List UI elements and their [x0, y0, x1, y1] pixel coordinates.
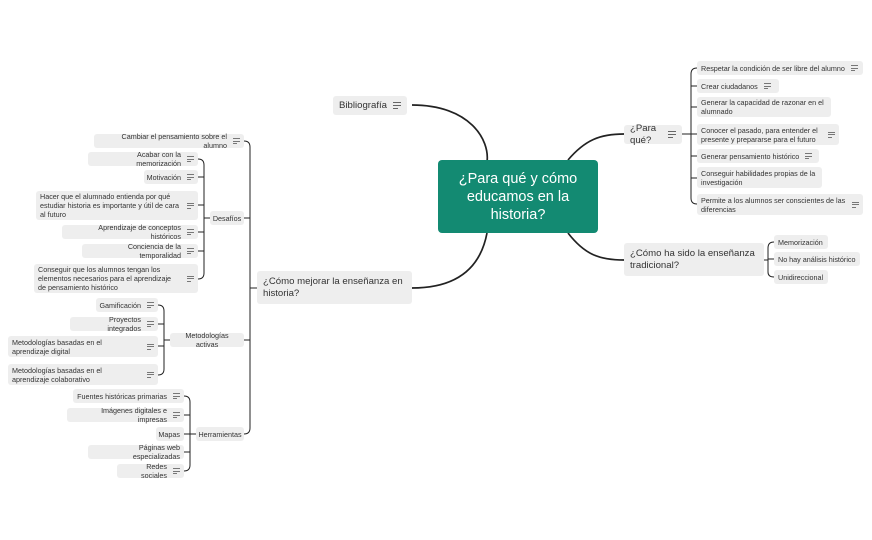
notes-icon: [147, 343, 154, 350]
subtopic-label: Generar la capacidad de razonar en el al…: [701, 98, 824, 116]
subtopic-label: Conseguir habilidades propias de la inve…: [701, 168, 816, 187]
leaf-proyectos-integrados[interactable]: Proyectos integrados: [70, 315, 158, 333]
notes-icon: [187, 275, 194, 282]
leaf-label: Aprendizaje de conceptos históricos: [98, 223, 181, 241]
topic-label: ¿Para qué?: [630, 122, 657, 146]
subtopic-label: Memorización: [778, 237, 823, 247]
subtopic-desafios[interactable]: Desafíos: [210, 211, 244, 225]
subtopic-label: Generar pensamiento histórico: [701, 151, 800, 161]
leaf-aprendizaje-digital[interactable]: Metodologías basadas en el aprendizaje d…: [8, 336, 158, 357]
notes-icon: [147, 302, 154, 308]
leaf-acabar-memorizacion[interactable]: Acabar con la memorización: [88, 150, 198, 168]
topic-label: ¿Cómo mejorar la enseñanza en historia?: [263, 275, 403, 299]
notes-icon: [187, 174, 194, 180]
subtopic-label: Permite a los alumnos ser conscientes de…: [701, 195, 846, 214]
leaf-gamificacion[interactable]: Gamificación: [96, 298, 158, 312]
subtopic-label: Conocer el pasado, para entender el pres…: [701, 125, 818, 144]
topic-mejorar-ensenanza[interactable]: ¿Cómo mejorar la enseñanza en historia?: [257, 271, 412, 304]
subtopic-label: Desafíos: [212, 213, 242, 223]
topic-ensenanza-tradicional[interactable]: ¿Cómo ha sido la enseñanza tradicional?: [624, 243, 764, 276]
notes-icon: [828, 131, 835, 138]
subtopic-label: Crear ciudadanos: [701, 81, 758, 91]
leaf-fuentes-primarias[interactable]: Fuentes históricas primarias: [73, 389, 184, 403]
notes-icon: [187, 156, 194, 162]
notes-icon: [147, 321, 154, 327]
notes-icon: [850, 65, 858, 71]
notes-icon: [763, 83, 771, 89]
leaf-label: Fuentes históricas primarias: [77, 391, 167, 401]
leaf-label: Cambiar el pensamiento sobre el alumno: [121, 132, 227, 150]
topic-label: ¿Cómo ha sido la enseñanza tradicional?: [630, 247, 755, 271]
leaf-aprendizaje-colaborativo[interactable]: Metodologías basadas en el aprendizaje c…: [8, 364, 158, 385]
leaf-mapas[interactable]: Mapas: [156, 427, 184, 441]
topic-label: Bibliografía: [339, 99, 387, 111]
leaf-label: Acabar con la memorización: [136, 150, 181, 168]
leaf-paginas-web[interactable]: Páginas web especializadas: [88, 443, 184, 461]
leaf-temporalidad[interactable]: Conciencia de la temporalidad: [82, 242, 198, 260]
leaf-label: Gamificación: [99, 300, 141, 310]
notes-icon: [852, 201, 859, 208]
notes-icon: [805, 153, 813, 159]
notes-icon: [173, 412, 180, 418]
subtopic-habilidades[interactable]: Conseguir habilidades propias de la inve…: [697, 167, 822, 188]
subtopic-razonar[interactable]: Generar la capacidad de razonar en el al…: [697, 97, 831, 117]
subtopic-no-analisis[interactable]: No hay análisis histórico: [774, 252, 860, 266]
subtopic-pensamiento-historico[interactable]: Generar pensamiento histórico: [697, 149, 819, 163]
leaf-conceptos-historicos[interactable]: Aprendizaje de conceptos históricos: [62, 223, 198, 241]
subtopic-memorizacion[interactable]: Memorización: [774, 235, 828, 249]
notes-icon: [233, 138, 240, 144]
subtopic-label: Metodologías activas: [185, 331, 229, 349]
notes-icon: [668, 131, 676, 138]
subtopic-metodologias-activas[interactable]: Metodologías activas: [170, 331, 244, 349]
leaf-importancia-historia[interactable]: Hacer que el alumnado entienda por qué e…: [36, 191, 198, 220]
subtopic-herramientas[interactable]: Herramientas: [196, 427, 244, 441]
topic-bibliografia[interactable]: Bibliografía: [333, 96, 407, 115]
leaf-motivacion[interactable]: Motivación: [144, 170, 198, 184]
subtopic-diferencias[interactable]: Permite a los alumnos ser conscientes de…: [697, 194, 863, 215]
subtopic-ciudadanos[interactable]: Crear ciudadanos: [697, 79, 779, 93]
subtopic-label: No hay análisis histórico: [778, 254, 856, 264]
leaf-elementos-necesarios[interactable]: Conseguir que los alumnos tengan los ele…: [34, 264, 198, 293]
leaf-label: Proyectos integrados: [107, 315, 141, 333]
subtopic-unidireccional[interactable]: Unidireccional: [774, 270, 828, 284]
subtopic-label: Unidireccional: [778, 272, 824, 282]
subtopic-respetar[interactable]: Respetar la condición de ser libre del a…: [697, 61, 863, 75]
notes-icon: [187, 229, 194, 235]
notes-icon: [187, 202, 194, 209]
leaf-label: Motivación: [146, 172, 181, 182]
leaf-cambiar-pensamiento[interactable]: Cambiar el pensamiento sobre el alumno: [94, 132, 244, 150]
leaf-label: Redes sociales: [141, 462, 167, 480]
subtopic-label: Herramientas: [198, 429, 242, 439]
leaf-label: Metodologías basadas en el aprendizaje d…: [12, 337, 102, 356]
notes-icon: [173, 393, 180, 399]
leaf-redes-sociales[interactable]: Redes sociales: [117, 462, 184, 480]
leaf-imagenes[interactable]: Imágenes digitales e impresas: [67, 406, 184, 424]
leaf-label: Mapas: [158, 429, 180, 439]
central-topic-label: ¿Para qué y cómo educamos en la historia…: [458, 170, 578, 223]
leaf-label: Imágenes digitales e impresas: [101, 406, 167, 424]
notes-icon: [187, 248, 194, 254]
leaf-label: Metodologías basadas en el aprendizaje c…: [12, 365, 102, 384]
notes-icon: [147, 371, 154, 378]
central-topic[interactable]: ¿Para qué y cómo educamos en la historia…: [438, 160, 598, 233]
subtopic-conocer-pasado[interactable]: Conocer el pasado, para entender el pres…: [697, 124, 839, 145]
leaf-label: Conciencia de la temporalidad: [127, 242, 181, 260]
notes-icon: [393, 102, 401, 109]
subtopic-label: Respetar la condición de ser libre del a…: [701, 63, 845, 73]
leaf-label: Conseguir que los alumnos tengan los ele…: [38, 265, 172, 292]
notes-icon: [173, 468, 180, 474]
leaf-label: Páginas web especializadas: [132, 443, 180, 461]
leaf-label: Hacer que el alumnado entienda por qué e…: [40, 192, 180, 219]
topic-para-que[interactable]: ¿Para qué?: [624, 122, 682, 146]
